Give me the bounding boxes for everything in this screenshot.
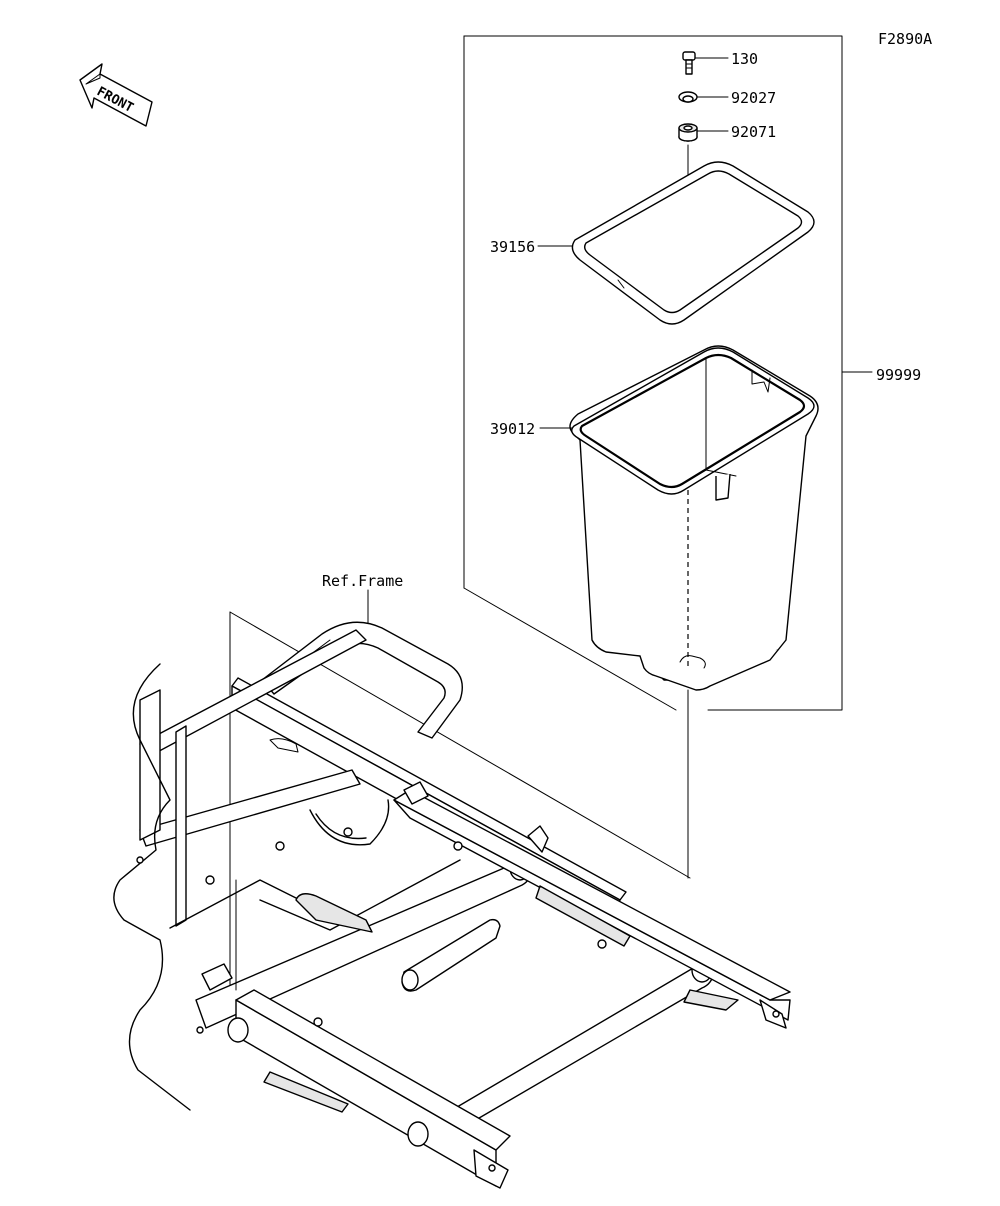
callout-seal: 39156 [490,238,535,256]
callout-assembly: 99999 [876,366,921,384]
callout-washer: 92027 [731,89,776,107]
storage-box-39012 [539,345,819,691]
bolt-130 [682,51,729,75]
callout-storage-box: 39012 [490,420,535,438]
seal-39156 [537,161,815,325]
grommet-92071 [678,123,729,142]
callout-bolt: 130 [731,50,758,68]
reference-label: Ref.Frame [322,572,403,590]
callout-grommet: 92071 [731,123,776,141]
vehicle-frame [113,621,791,1189]
washer-92027 [678,91,729,103]
figure-code: F2890A [878,30,932,48]
assembly-bracket [463,35,873,711]
front-direction-arrow-icon: FRONT [79,63,153,127]
